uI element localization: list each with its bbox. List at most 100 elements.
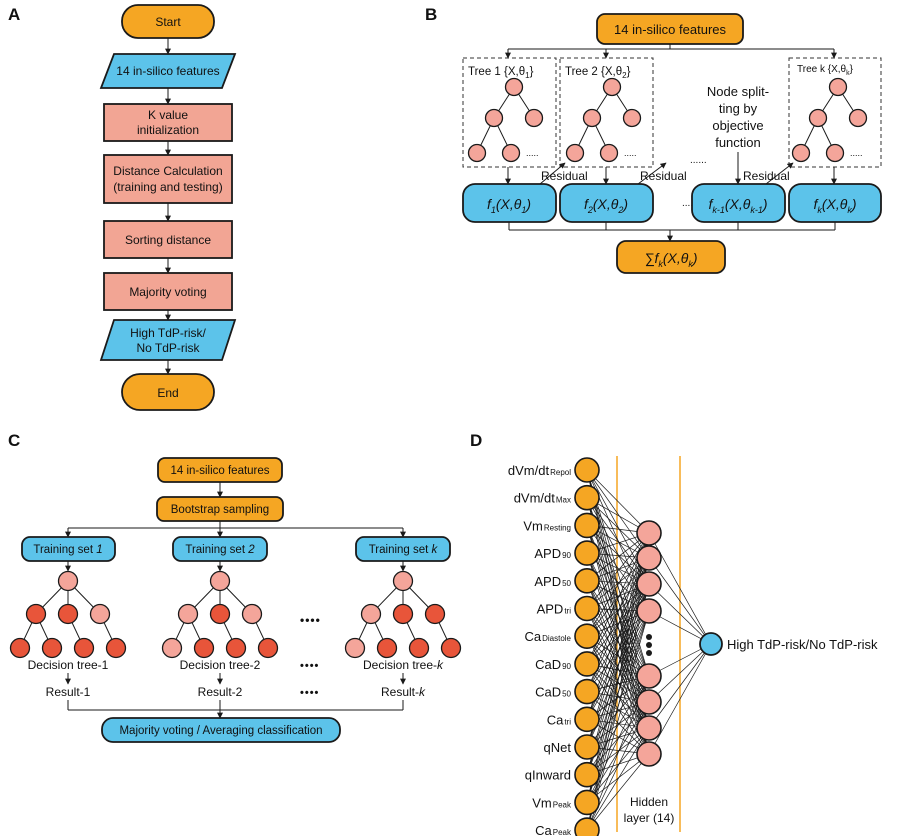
c-voting-label: Majority voting / Averaging classificati… — [119, 725, 322, 737]
b-tree-arrows — [505, 162, 837, 185]
nn-input-label: CaD90 — [535, 657, 571, 672]
b-mid-dots: ...... — [682, 198, 699, 209]
end-terminal — [121, 373, 215, 411]
tree-node — [177, 603, 199, 625]
b-mid-dots-top: ...... — [690, 155, 707, 166]
hidden-label-1: Hidden — [630, 795, 668, 809]
nn-edge — [586, 727, 650, 831]
c-dots-3: •••• — [300, 687, 319, 699]
distance-label-2: (training and testing) — [113, 180, 222, 194]
input-node — [574, 789, 600, 816]
nn-input-label: qNet — [544, 740, 572, 755]
b-trees: ............... — [467, 77, 868, 163]
nn-input-label: APDtri — [537, 602, 572, 617]
tree-node — [484, 108, 504, 128]
tree-dots: ..... — [526, 148, 539, 158]
residual-2: Residual — [640, 169, 687, 183]
b-merge-lines — [508, 222, 836, 242]
tree-node — [57, 570, 79, 592]
tree-dots: ..... — [850, 148, 863, 158]
tree-node — [828, 77, 848, 97]
start-terminal — [121, 4, 215, 39]
c-dots-1: •••• — [300, 613, 321, 627]
residual-1: Residual — [541, 169, 588, 183]
nn-input-label: dVm/dtRepol — [508, 463, 571, 478]
panel-c: C 14 in-silico features Bootstrap sampli… — [8, 431, 462, 743]
panel-c-letter: C — [8, 431, 20, 450]
nn-edge — [586, 753, 650, 831]
k-init-box — [103, 103, 233, 142]
tree-node — [848, 108, 868, 128]
tree-node — [193, 637, 215, 659]
input-node — [574, 651, 600, 677]
nn-input-label-main: Vm — [532, 795, 552, 810]
tree2-label: Tree 2 {X,θ2} — [565, 66, 631, 80]
distance-label-1: Distance Calculation — [113, 164, 222, 178]
tree-node — [57, 603, 79, 625]
f2-label: f2(X,θ2) — [584, 196, 628, 215]
nn-input-label-sub: Peak — [553, 800, 572, 809]
nn-input-label-sub: Diastole — [542, 634, 571, 643]
nn-input-label-main: Vm — [523, 518, 543, 533]
node-split-4: function — [715, 135, 761, 150]
nn-edge — [586, 583, 650, 637]
hidden-node — [636, 520, 662, 546]
nn-edge — [586, 691, 650, 755]
output-parallelogram — [99, 319, 237, 361]
tree-node — [376, 637, 398, 659]
tree1-label: Tree 1 {X,θ1} — [468, 66, 534, 80]
input-node — [574, 540, 600, 566]
nn-input-label-main: CaD — [535, 685, 561, 700]
end-label: End — [157, 386, 178, 400]
nn-edges — [586, 469, 712, 831]
tree-node — [241, 603, 263, 625]
nn-edge — [586, 557, 650, 609]
tree-node — [602, 77, 622, 97]
c-train-arrows — [65, 561, 406, 572]
nn-edge — [586, 580, 650, 677]
nn-input-label: APD90 — [534, 546, 571, 561]
tree-node — [504, 77, 524, 97]
nn-edge — [586, 532, 650, 748]
tree-node — [89, 603, 111, 625]
nn-input-label-main: dVm/dt — [508, 463, 550, 478]
nn-input-label: VmResting — [523, 518, 571, 533]
nn-input-label-main: qInward — [525, 768, 571, 783]
voting-label: Majority voting — [129, 285, 206, 299]
tree-node — [622, 108, 642, 128]
input-node — [574, 484, 600, 511]
nn-edge — [586, 557, 650, 637]
node-split-1: Node split- — [707, 84, 769, 99]
nn-edge — [586, 532, 650, 609]
nn-edge — [586, 583, 650, 831]
tree-node — [440, 637, 462, 659]
hidden-node — [636, 663, 662, 689]
tree-node — [791, 143, 811, 163]
tree-node — [825, 143, 845, 163]
hidden-node — [636, 689, 662, 715]
resultk-label: Result-k — [381, 685, 426, 699]
hidden-label-2: layer (14) — [624, 811, 675, 825]
treek-box — [788, 57, 882, 168]
nn-input-label: Catri — [547, 712, 572, 727]
tree-node — [599, 143, 619, 163]
dtree2-label: Decision tree-2 — [180, 658, 261, 672]
hidden-node — [636, 545, 662, 571]
b-input-label: 14 in-silico features — [614, 22, 726, 37]
nn-input-label-main: Ca — [524, 629, 541, 644]
input-node — [574, 595, 600, 622]
bootstrap-label: Bootstrap sampling — [171, 504, 269, 516]
dtree1-label: Decision tree-1 — [28, 658, 109, 672]
nn-input-label-sub: tri — [564, 717, 571, 726]
nn-edge — [586, 532, 650, 637]
c-voting-box — [101, 717, 341, 743]
c-merge-lines — [67, 700, 404, 719]
nn-input-label: APD50 — [534, 574, 571, 589]
tree-node — [73, 637, 95, 659]
nn-edge — [648, 643, 712, 729]
tree-node — [392, 570, 414, 592]
k-init-label-1: K value — [148, 108, 188, 122]
nn-input-label-main: dVm/dt — [514, 491, 556, 506]
tree-node — [105, 637, 127, 659]
nn-input-label-sub: 90 — [562, 662, 571, 671]
